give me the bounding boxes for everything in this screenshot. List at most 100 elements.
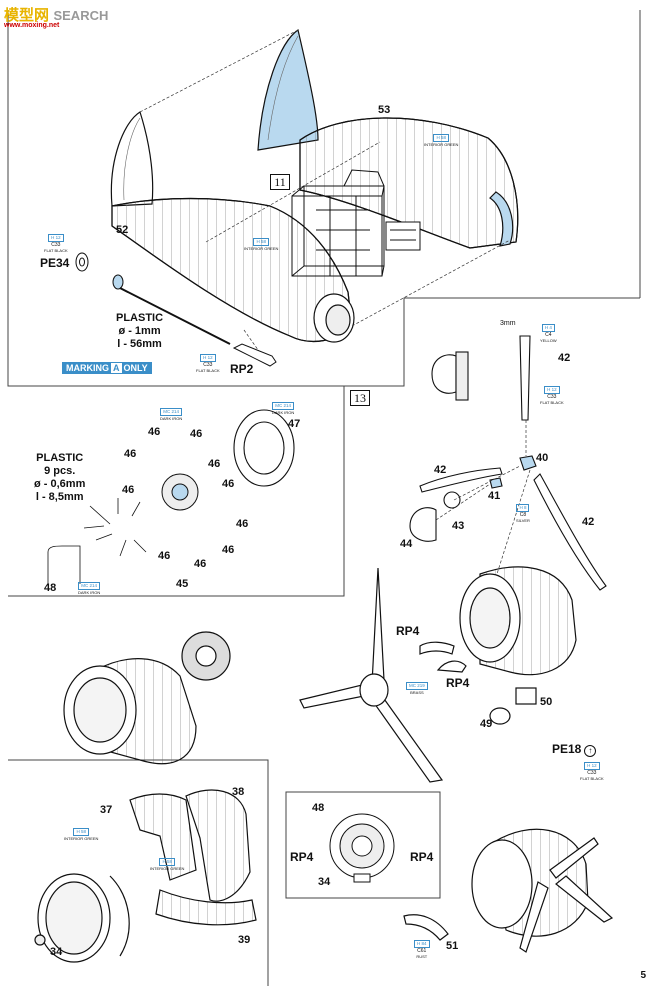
paint-code: H 12 <box>544 386 560 394</box>
engine-bottom-right <box>403 828 614 953</box>
part-label-43: 43 <box>452 520 465 532</box>
pushrod-wires <box>47 498 147 586</box>
part-label-48: 48 <box>44 582 57 594</box>
assembly-lines-11 <box>139 29 511 365</box>
paint-c-code: C33 <box>587 770 597 776</box>
exhaust-ring-47 <box>233 409 295 487</box>
paint-code: H 4 <box>541 324 555 332</box>
part-label-46: 46 <box>190 428 203 440</box>
paint-code: H 12 <box>584 762 600 770</box>
part-label-34: 34 <box>50 946 63 958</box>
part-label-46: 46 <box>148 426 161 438</box>
paint-code: MC 219 <box>406 682 428 690</box>
part-label-47: 47 <box>288 418 301 430</box>
cowling-assembly <box>63 631 231 765</box>
paint-name: YELLOW <box>540 338 557 343</box>
paint-name: DARK IRON <box>78 590 101 595</box>
watermark: 模型网 SEARCH www.moxing.net <box>4 4 109 29</box>
paint-code: H 12 <box>200 354 216 362</box>
assembly-lines-prop <box>435 420 531 641</box>
part-label-rp4: RP4 <box>446 676 470 690</box>
paint-name: SILVER <box>516 518 530 523</box>
paint-code: MC 214 <box>78 582 100 590</box>
step-number-13: 13 <box>350 390 370 406</box>
part-label-rp2: RP2 <box>230 362 254 376</box>
paint-name: RUST <box>416 954 428 959</box>
part-label-37: 37 <box>100 804 113 816</box>
marking-letter: A <box>111 363 122 373</box>
paint-code: MC 214 <box>160 408 182 416</box>
plastic-note-line: l - 8,5mm <box>35 491 84 503</box>
arrow-up-circle-icon: ↑ <box>584 745 597 757</box>
plastic-note-line: ø - 0,6mm <box>34 478 86 490</box>
part-label-50: 50 <box>540 696 553 708</box>
paint-name: FLAT BLACK <box>44 248 68 253</box>
paint-c-code: C33 <box>203 362 213 368</box>
dimension-3mm: 3mm <box>500 320 516 327</box>
part-label-40: 40 <box>536 452 549 464</box>
part-label-46: 46 <box>122 484 135 496</box>
plastic-note-line: PLASTIC <box>36 452 84 464</box>
plastic-rod-note: PLASTIC ø - 1mm l - 56mm <box>116 312 163 351</box>
paint-name: FLAT BLACK <box>196 368 220 373</box>
part-label-48: 48 <box>312 802 325 814</box>
paint-code: H 58 <box>433 134 449 142</box>
plastic-note-line: l - 56mm <box>117 338 162 350</box>
page-number: 5 <box>640 970 646 981</box>
pe18-text: PE18 <box>552 742 582 756</box>
paint-name: BRASS <box>410 690 424 695</box>
marking-suffix: ONLY <box>123 363 148 373</box>
step-number-11: 11 <box>270 174 290 190</box>
paint-c-code: C8 <box>519 512 527 518</box>
part-label-44: 44 <box>400 538 413 550</box>
plastic-wire-note: PLASTIC 9 pcs. ø - 0,6mm l - 8,5mm <box>34 452 85 504</box>
paint-code: H 58 <box>73 828 89 836</box>
plastic-note-line: 9 pcs. <box>44 465 76 477</box>
part-label-42: 42 <box>558 352 571 364</box>
paint-code: H 58 <box>253 238 269 246</box>
part-label-51: 51 <box>446 940 459 952</box>
paint-code: H 8 <box>516 504 530 512</box>
part-label-45: 45 <box>176 578 189 590</box>
part-label-42: 42 <box>434 464 447 476</box>
paint-name: INTERIOR GREEN <box>424 142 459 147</box>
watermark-site: www.moxing.net <box>4 22 60 29</box>
paint-c-code: C61 <box>417 948 427 954</box>
propeller-parts <box>409 335 607 591</box>
part-label-pe34: PE34 <box>40 256 70 270</box>
part-label-38: 38 <box>232 786 245 798</box>
part-label-46: 46 <box>222 478 235 490</box>
paint-name: DARK IRON <box>272 410 295 415</box>
paint-name: INTERIOR GREEN <box>244 246 279 251</box>
part-label-49: 49 <box>480 718 493 730</box>
part-label-rp4: RP4 <box>290 850 314 864</box>
paint-code: H 58 <box>159 858 175 866</box>
paint-code: H 12 <box>48 234 64 242</box>
fuselage-right-half <box>257 29 519 249</box>
watermark-brand: 模型网 <box>4 7 50 24</box>
paint-name: DARK IRON <box>160 416 183 421</box>
part-label-46: 46 <box>158 550 171 562</box>
part-label-34: 34 <box>318 876 331 888</box>
part-label-46: 46 <box>236 518 249 530</box>
marking-prefix: MARKING <box>66 363 109 373</box>
watermark-search: SEARCH <box>53 8 109 23</box>
engine-cowl-mid <box>299 566 577 783</box>
panel-borders <box>7 10 641 986</box>
paint-code: MC 214 <box>272 402 294 410</box>
part-label-41: 41 <box>488 490 501 502</box>
